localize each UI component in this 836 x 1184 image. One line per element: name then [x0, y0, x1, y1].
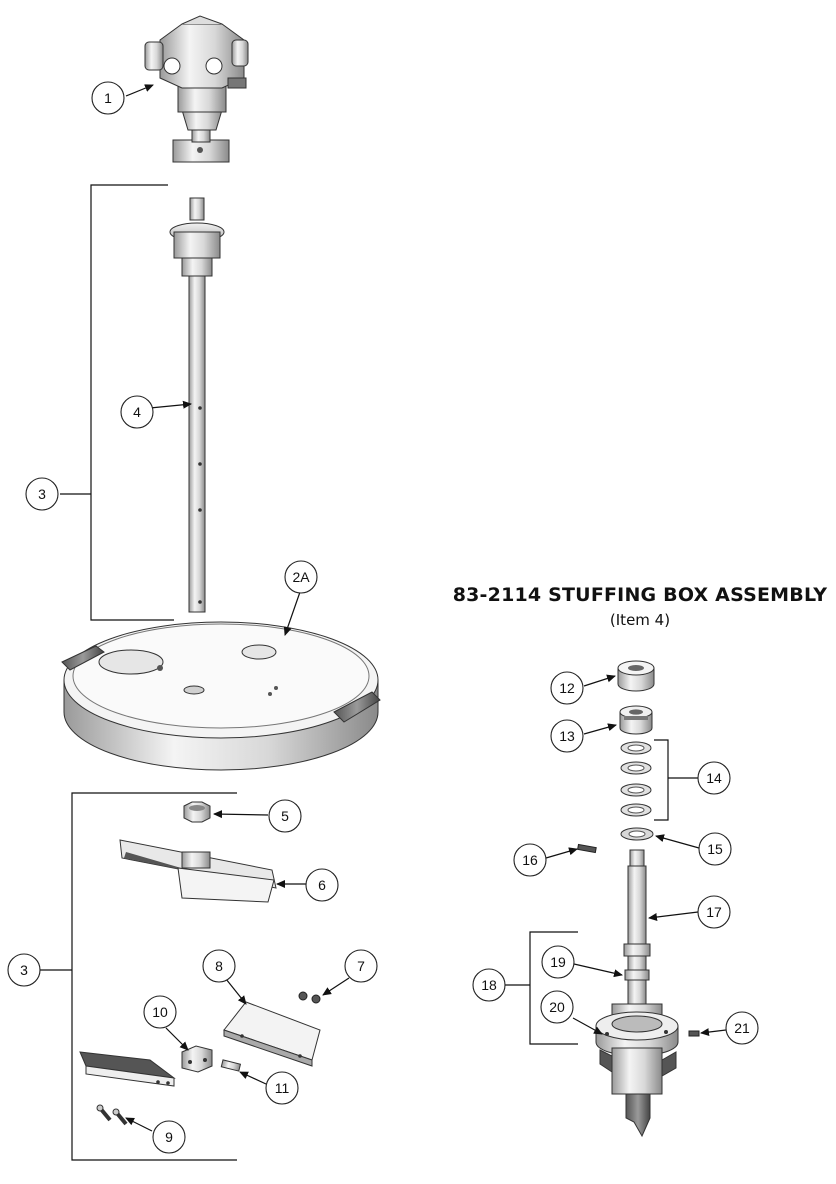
- callout-16: 16: [513, 843, 547, 877]
- svg-text:9: 9: [165, 1129, 173, 1145]
- screws-part: [96, 1104, 128, 1126]
- callout-2A: 2A: [284, 560, 318, 594]
- bracket-3-upper: [90, 184, 174, 621]
- callout-20: 20: [540, 990, 574, 1024]
- callout-15: 15: [698, 832, 732, 866]
- small-nuts-part: [298, 991, 321, 1004]
- svg-text:12: 12: [559, 680, 575, 696]
- callout-5: 5: [268, 799, 302, 833]
- callout-7: 7: [344, 949, 378, 983]
- shaft-housing-part: [595, 849, 679, 1138]
- svg-text:16: 16: [522, 852, 538, 868]
- svg-text:18: 18: [481, 977, 497, 993]
- coupling-block-part: [181, 1045, 213, 1073]
- set-screw-part: [688, 1030, 700, 1037]
- blade-plate-part: [223, 1001, 321, 1067]
- washer-part: [620, 827, 654, 841]
- callout-9: 9: [152, 1120, 186, 1154]
- svg-text:20: 20: [549, 999, 565, 1015]
- assembly-subtitle: (Item 4): [609, 611, 671, 629]
- svg-text:17: 17: [706, 904, 722, 920]
- svg-text:8: 8: [215, 958, 223, 974]
- svg-text:6: 6: [318, 877, 326, 893]
- svg-text:21: 21: [734, 1020, 750, 1036]
- svg-text:14: 14: [706, 770, 722, 786]
- collar-part: [617, 660, 655, 692]
- svg-text:2A: 2A: [292, 569, 310, 585]
- hex-nut-part: [183, 801, 211, 823]
- svg-text:15: 15: [707, 841, 723, 857]
- callout-13: 13: [550, 719, 584, 753]
- svg-text:3: 3: [20, 962, 28, 978]
- svg-text:1: 1: [104, 90, 112, 106]
- callout-8: 8: [202, 949, 236, 983]
- callout-18: 18: [472, 968, 506, 1002]
- bracket-18: [529, 931, 578, 1045]
- callout-11: 11: [265, 1071, 299, 1105]
- lower-blade-part: [79, 1051, 176, 1087]
- bracket-14: [654, 739, 669, 821]
- callout-14: 14: [697, 761, 731, 795]
- bracket-3-lower: [71, 792, 237, 1161]
- svg-text:4: 4: [133, 404, 141, 420]
- callout-3-upper: 3: [25, 477, 59, 511]
- svg-text:19: 19: [550, 954, 566, 970]
- callout-19: 19: [541, 945, 575, 979]
- callout-10: 10: [143, 995, 177, 1029]
- callout-21: 21: [725, 1011, 759, 1045]
- gland-part: [619, 705, 653, 735]
- callout-3-lower: 3: [7, 953, 41, 987]
- callout-1: 1: [91, 81, 125, 115]
- svg-text:5: 5: [281, 808, 289, 824]
- svg-text:10: 10: [152, 1004, 168, 1020]
- svg-text:13: 13: [559, 728, 575, 744]
- callout-12: 12: [550, 671, 584, 705]
- drum-lid-part: [61, 621, 381, 771]
- callout-4: 4: [120, 395, 154, 429]
- callout-6: 6: [305, 868, 339, 902]
- key-part: [577, 843, 597, 854]
- impeller-blade-part: [119, 839, 277, 903]
- pump-motor-part: [144, 15, 249, 163]
- svg-text:3: 3: [38, 486, 46, 502]
- svg-text:7: 7: [357, 958, 365, 974]
- callout-17: 17: [697, 895, 731, 929]
- pin-part: [220, 1059, 242, 1072]
- assembly-title: 83-2114 STUFFING BOX ASSEMBLY: [452, 584, 828, 606]
- stuffing-box-shaft-part: [169, 197, 225, 613]
- packing-rings-part: [620, 741, 652, 817]
- svg-text:11: 11: [275, 1080, 290, 1096]
